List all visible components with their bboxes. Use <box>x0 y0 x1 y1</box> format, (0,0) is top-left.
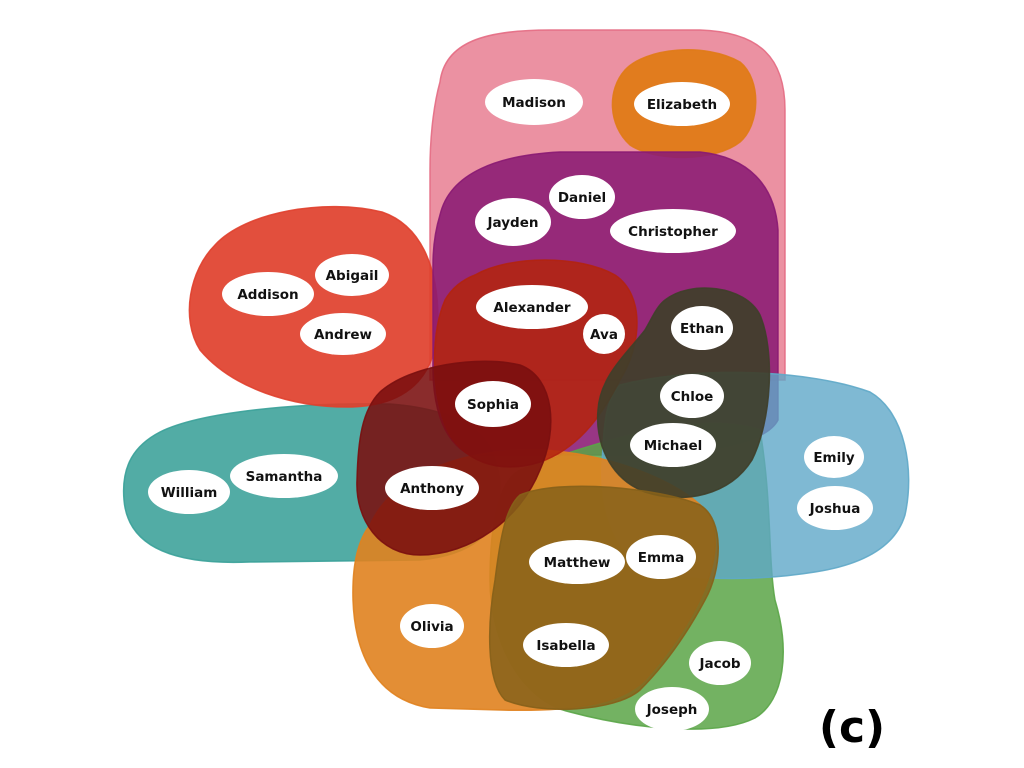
node-label: Emma <box>638 550 684 566</box>
node-jayden[interactable]: Jayden <box>475 198 551 246</box>
node-michael[interactable]: Michael <box>630 423 716 467</box>
node-olivia[interactable]: Olivia <box>400 604 464 648</box>
node-label: Matthew <box>544 555 611 571</box>
node-label: Sophia <box>467 397 519 413</box>
node-label: Abigail <box>326 268 379 284</box>
node-label: Anthony <box>400 481 464 497</box>
node-label: Madison <box>502 95 566 111</box>
node-anthony[interactable]: Anthony <box>385 466 479 510</box>
node-label: Ethan <box>680 321 724 337</box>
node-william[interactable]: William <box>148 470 230 514</box>
node-label: Samantha <box>246 469 323 485</box>
set-region-red <box>188 205 439 408</box>
node-ethan[interactable]: Ethan <box>671 306 733 350</box>
node-label: Alexander <box>493 300 570 316</box>
node-ava[interactable]: Ava <box>583 314 625 354</box>
node-label: Ava <box>590 327 618 343</box>
node-label: Jayden <box>487 215 539 231</box>
node-label: William <box>161 485 218 501</box>
panel-label: (c) <box>819 702 885 753</box>
node-joshua[interactable]: Joshua <box>797 486 873 530</box>
node-label: Joshua <box>809 501 861 517</box>
node-samantha[interactable]: Samantha <box>230 454 338 498</box>
node-label: Michael <box>644 438 703 454</box>
node-label: Andrew <box>314 327 372 343</box>
node-label: Joseph <box>646 702 698 718</box>
node-abigail[interactable]: Abigail <box>315 254 389 296</box>
node-alexander[interactable]: Alexander <box>476 285 588 329</box>
node-andrew[interactable]: Andrew <box>300 313 386 355</box>
node-label: Daniel <box>558 190 606 206</box>
node-layer: Madison Elizabeth Daniel Jayden Christop… <box>148 79 873 731</box>
node-addison[interactable]: Addison <box>222 272 314 316</box>
node-emily[interactable]: Emily <box>804 436 864 478</box>
node-daniel[interactable]: Daniel <box>549 175 615 219</box>
node-label: Jacob <box>698 656 740 672</box>
node-madison[interactable]: Madison <box>485 79 583 125</box>
node-christopher[interactable]: Christopher <box>610 209 736 253</box>
node-label: Christopher <box>628 224 718 240</box>
node-label: Isabella <box>536 638 595 654</box>
node-chloe[interactable]: Chloe <box>660 374 724 418</box>
node-emma[interactable]: Emma <box>626 535 696 579</box>
node-sophia[interactable]: Sophia <box>455 381 531 427</box>
node-jacob[interactable]: Jacob <box>689 641 751 685</box>
node-label: Elizabeth <box>647 97 717 113</box>
node-label: Emily <box>813 450 855 466</box>
node-joseph[interactable]: Joseph <box>635 687 709 731</box>
node-label: Chloe <box>671 389 714 405</box>
node-isabella[interactable]: Isabella <box>523 623 609 667</box>
node-label: Addison <box>237 287 298 303</box>
node-label: Olivia <box>410 619 453 635</box>
node-matthew[interactable]: Matthew <box>529 540 625 584</box>
node-elizabeth[interactable]: Elizabeth <box>634 82 730 126</box>
